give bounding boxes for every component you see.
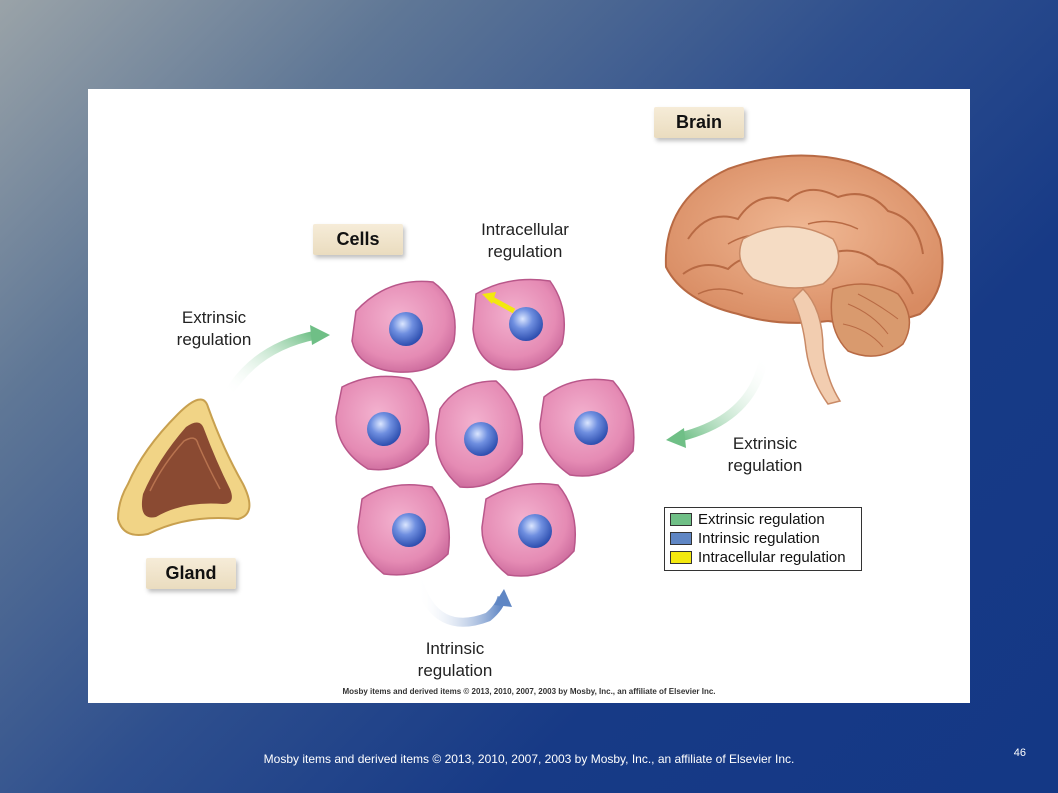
regulation-figure: Brain Cells Gland Intracellular regulati… [88, 89, 970, 703]
legend-item-extrinsic: Extrinsic regulation [670, 510, 861, 529]
cell-middle-center [435, 380, 524, 489]
brain-illustration [664, 154, 944, 405]
cell-nucleus [392, 513, 426, 547]
gland-illustration [116, 398, 251, 536]
figure-credit: Mosby items and derived items © 2013, 20… [342, 687, 716, 696]
cell-nucleus [367, 412, 401, 446]
cell-middle-left [335, 375, 430, 471]
slide-number: 46 [1013, 747, 1026, 759]
gland-tag: Gland [146, 558, 236, 589]
intracellular-regulation-label: Intracellular regulation [481, 220, 569, 261]
cell-bottom-left [357, 484, 451, 576]
legend: Extrinsic regulation Intrinsic regulatio… [664, 507, 862, 571]
legend-swatch [670, 513, 692, 526]
legend-label: Extrinsic regulation [698, 511, 825, 528]
legend-item-intracellular: Intracellular regulation [670, 548, 861, 567]
cell-bottom-right [481, 482, 577, 577]
intracellular-arrow [482, 292, 516, 314]
cells-tag: Cells [313, 224, 403, 255]
cell-nucleus [464, 422, 498, 456]
cell-nucleus [509, 307, 543, 341]
brain-tag: Brain [654, 107, 744, 138]
cell-nucleus [518, 514, 552, 548]
extrinsic-arrow-right [666, 356, 769, 448]
legend-label: Intracellular regulation [698, 549, 846, 566]
intrinsic-arrow [413, 579, 512, 627]
intrinsic-regulation-label: Intrinsic regulation [417, 639, 493, 680]
brainstem [792, 287, 842, 405]
extrinsic-regulation-label-right: Extrinsic regulation [727, 434, 803, 475]
diagram-illustration [116, 154, 944, 627]
cell-top-right [472, 278, 565, 371]
cell-top-left [351, 280, 456, 373]
legend-item-intrinsic: Intrinsic regulation [670, 529, 861, 548]
cell-nucleus [574, 411, 608, 445]
legend-swatch [670, 551, 692, 564]
extrinsic-regulation-label-left: Extrinsic regulation [176, 308, 252, 349]
cell-nucleus [389, 312, 423, 346]
cell-middle-right [539, 378, 635, 477]
cerebellum [830, 283, 911, 357]
extrinsic-arrow-left [224, 325, 330, 397]
legend-swatch [670, 532, 692, 545]
legend-label: Intrinsic regulation [698, 530, 820, 547]
slide-footer: Mosby items and derived items © 2013, 20… [263, 752, 795, 766]
